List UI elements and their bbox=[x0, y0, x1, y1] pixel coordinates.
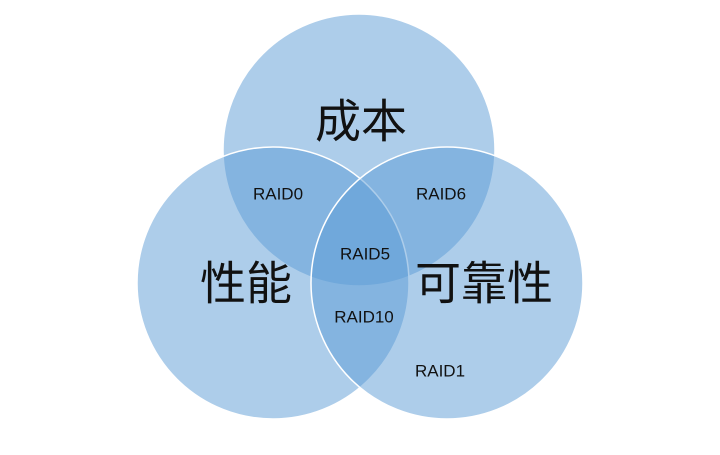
set-label-reliability: 可靠性 bbox=[415, 257, 553, 311]
circle-reliability bbox=[310, 146, 584, 420]
region-label-raid6: RAID6 bbox=[416, 184, 466, 203]
region-label-raid0: RAID0 bbox=[253, 184, 303, 203]
set-label-performance: 性能 bbox=[200, 257, 292, 311]
region-label-raid5: RAID5 bbox=[340, 244, 390, 263]
region-label-raid10: RAID10 bbox=[334, 307, 394, 326]
region-label-raid1: RAID1 bbox=[415, 361, 465, 380]
set-label-cost: 成本 bbox=[315, 95, 407, 149]
